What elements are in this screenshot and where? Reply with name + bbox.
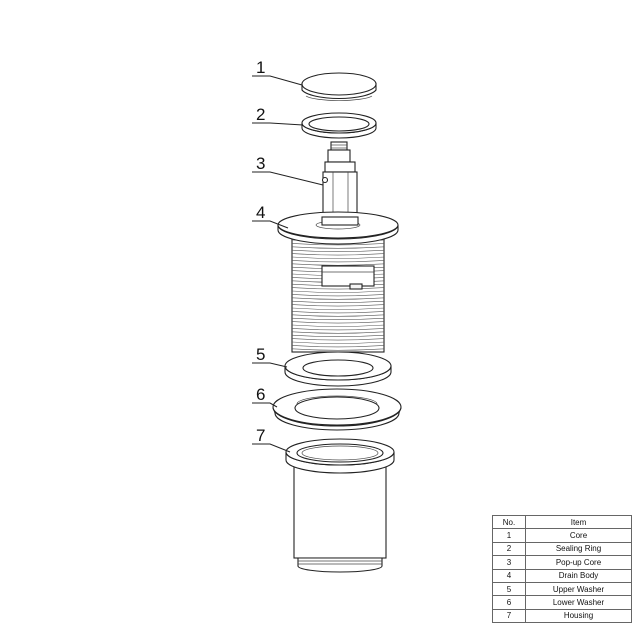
table-row: 4 Drain Body — [492, 568, 632, 583]
row-item: Housing — [525, 608, 632, 624]
table-row: 3 Pop-up Core — [492, 555, 632, 570]
callout-number: 5 — [256, 345, 265, 364]
callout-7: 7 — [252, 426, 291, 453]
table-row: 7 Housing — [492, 608, 632, 624]
row-number: 1 — [492, 528, 526, 543]
table-row: 2 Sealing Ring — [492, 541, 632, 557]
row-number: 3 — [492, 555, 526, 570]
parts-list-table: No. Item 1 Core 2 Sealing Ring 3 Pop-up … — [492, 514, 632, 624]
callout-number: 7 — [256, 426, 265, 445]
callout-4: 4 — [252, 203, 289, 229]
row-number: 7 — [492, 608, 526, 624]
callout-6: 6 — [252, 385, 278, 408]
table-row: 5 Upper Washer — [492, 581, 632, 597]
table-row: 6 Lower Washer — [492, 595, 632, 610]
part-core — [301, 72, 377, 101]
row-item: Sealing Ring — [525, 541, 632, 557]
row-item: Pop-up Core — [525, 555, 632, 570]
row-number: 6 — [492, 595, 526, 610]
row-item: Lower Washer — [525, 595, 632, 610]
callout-number: 6 — [256, 385, 265, 404]
row-item: Drain Body — [525, 568, 632, 583]
table-header-row: No. Item — [492, 514, 632, 530]
part-sealing-ring — [301, 112, 377, 139]
part-housing — [285, 438, 395, 573]
column-header-no: No. — [492, 514, 526, 530]
callout-number: 4 — [256, 203, 265, 222]
row-item: Upper Washer — [525, 581, 632, 597]
callout-2: 2 — [252, 105, 304, 126]
column-header-item: Item — [525, 514, 632, 530]
row-item: Core — [525, 528, 632, 543]
callout-3: 3 — [252, 154, 324, 186]
callout-5: 5 — [252, 345, 288, 368]
row-number: 2 — [492, 541, 526, 557]
callout-number: 2 — [256, 105, 265, 124]
part-upper-washer — [284, 351, 392, 387]
row-number: 4 — [492, 568, 526, 583]
callout-number: 1 — [256, 58, 265, 77]
part-drain-body — [277, 211, 399, 353]
callout-number: 3 — [256, 154, 265, 173]
row-number: 5 — [492, 581, 526, 597]
callout-1: 1 — [252, 58, 303, 86]
table-row: 1 Core — [492, 528, 632, 543]
part-lower-washer — [272, 388, 402, 431]
